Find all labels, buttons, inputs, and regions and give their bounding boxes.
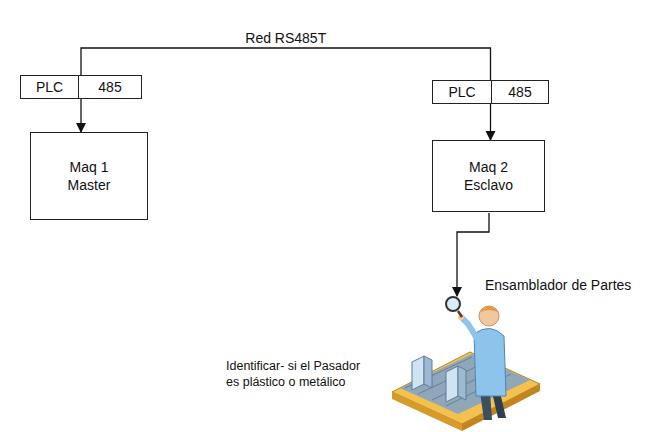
arrow-connector: [80, 99, 81, 132]
box-text: Maq 1: [70, 158, 109, 176]
worker-illustration: [446, 297, 506, 420]
box-text: Esclavo: [464, 176, 513, 194]
network-label: Red RS485T: [242, 30, 329, 46]
plc-box: PLC485: [432, 80, 549, 104]
box-text: PLC: [433, 81, 491, 103]
box-text: PLC: [21, 76, 78, 98]
leader-line: [457, 213, 489, 296]
box-text: Maq 2: [469, 158, 508, 176]
master-machine-box: Maq 1Master: [30, 132, 148, 220]
assembler-label: Ensamblador de Partes: [485, 277, 631, 293]
task-note: Identificar- si el Pasador es plástico o…: [226, 358, 366, 390]
conveyor-illustration: [392, 352, 540, 431]
slave-machine-box: Maq 2Esclavo: [432, 140, 545, 212]
box-text: 485: [78, 76, 141, 98]
box-text: 485: [491, 81, 548, 103]
network-bus-line: [81, 48, 491, 80]
box-text: Master: [68, 176, 111, 194]
arrow-connector: [490, 104, 491, 140]
plc-box: PLC485: [20, 75, 142, 99]
